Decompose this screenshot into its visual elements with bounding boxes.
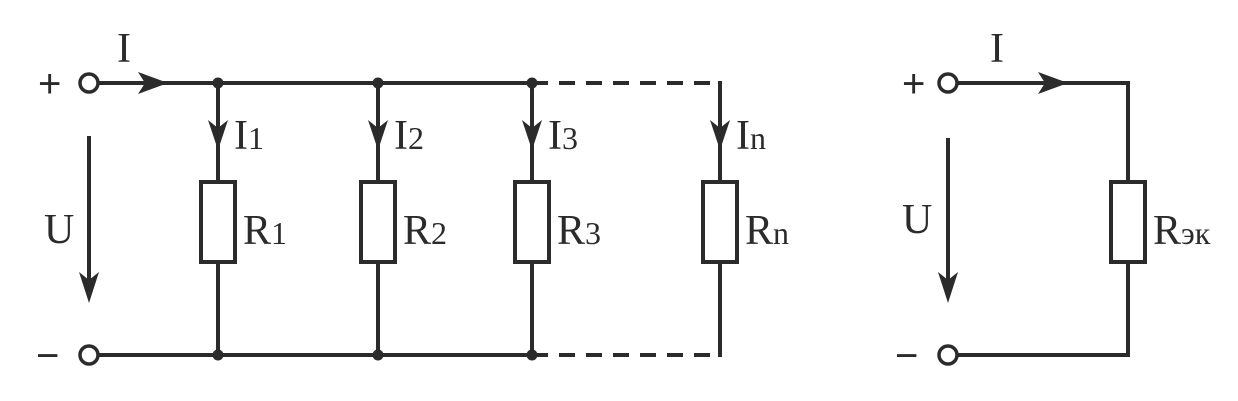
branch-3-top-node (526, 77, 538, 89)
branch-2-bottom-node (372, 349, 384, 361)
branch-1: I1 R1 (199, 77, 287, 361)
minus-sign: − (36, 334, 59, 378)
resistor-3-label: R3 (557, 208, 601, 254)
plus-terminal (78, 72, 100, 94)
resistor-2-label: R2 (403, 208, 447, 254)
branch-2-current-arrow (368, 120, 388, 150)
eq-current-arrow (1038, 72, 1068, 94)
eq-minus-sign: − (895, 334, 918, 378)
eq-plus-sign: + (902, 62, 925, 106)
plus-sign: + (38, 62, 61, 106)
eq-plus-terminal (937, 72, 959, 94)
parallel-circuit: + − I U I1 R1 I2 R2 (36, 26, 789, 378)
minus-terminal (78, 344, 100, 366)
branch-1-bottom-node (212, 349, 224, 361)
main-current-label: I (117, 26, 131, 72)
branch-2-top-node (372, 77, 384, 89)
eq-minus-terminal (937, 344, 959, 366)
eq-current-label: I (990, 26, 1004, 72)
resistor-3 (513, 180, 551, 264)
resistor-n-label: Rn (745, 208, 789, 254)
branch-n: In Rn (701, 81, 789, 357)
branch-n-current-label: In (736, 113, 766, 159)
resistor-2 (359, 180, 397, 264)
resistor-1-label: R1 (243, 208, 287, 254)
branch-1-top-node (212, 77, 224, 89)
voltage-arrow-head (79, 272, 99, 303)
eq-voltage-arrow-head (938, 272, 958, 303)
branch-3-bottom-node (526, 349, 538, 361)
branch-2: I2 R2 (359, 77, 447, 361)
eq-voltage-label: U (902, 197, 932, 243)
equivalent-resistor (1109, 180, 1147, 264)
branch-n-current-arrow (710, 120, 730, 150)
branch-1-current-label: I1 (234, 113, 264, 159)
branch-3-current-label: I3 (548, 113, 578, 159)
equivalent-resistor-label: Rэк (1153, 208, 1211, 254)
resistor-n (701, 180, 739, 264)
main-current-arrow (138, 72, 168, 94)
resistor-1 (199, 180, 237, 264)
branch-1-current-arrow (208, 120, 228, 150)
voltage-label: U (44, 207, 74, 253)
branch-3-current-arrow (522, 120, 542, 150)
equivalent-circuit: + − I U Rэк (895, 26, 1211, 378)
branch-3: I3 R3 (513, 77, 601, 361)
branch-2-current-label: I2 (394, 113, 424, 159)
